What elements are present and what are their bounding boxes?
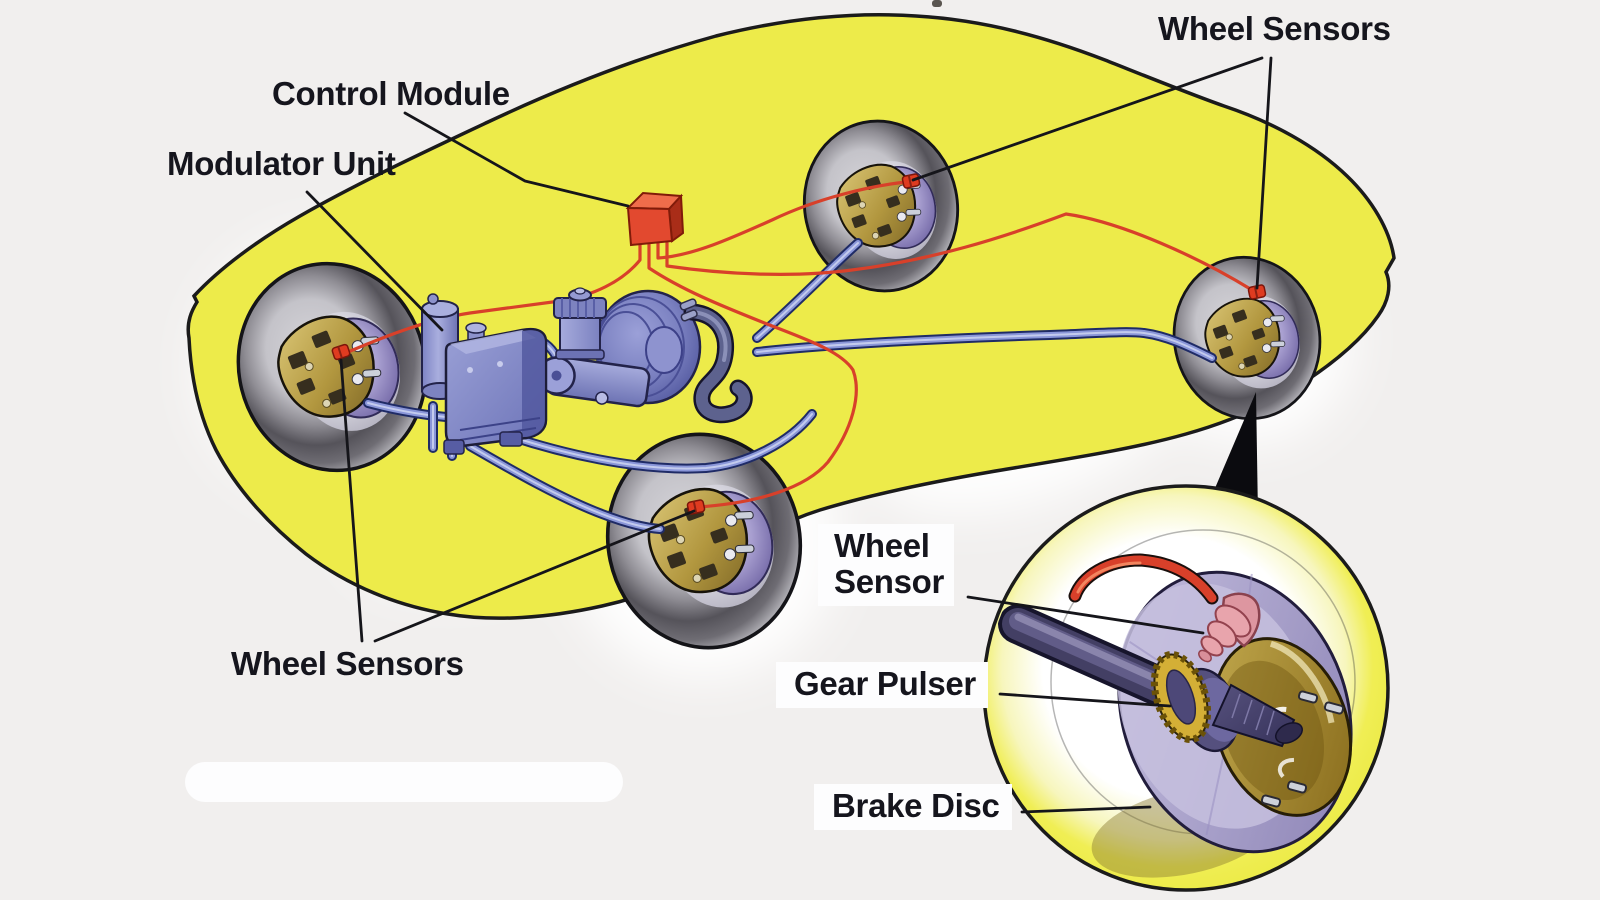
inset-sensor-wire [1068,553,1219,605]
leader-wheel-sensors-bottom-a [339,358,364,643]
control-module-box [625,191,685,247]
wheel-speed-sensors [331,173,1267,515]
label-modulator-unit: Modulator Unit [167,145,396,182]
blank-white-pill [185,762,623,802]
inset-gear-pulser [1150,651,1212,743]
label-wheel-sensors-top: Wheel Sensors [1158,10,1391,47]
label-brake-disc: Brake Disc [814,784,1012,830]
inset-wheel-sensor-pink [1198,592,1261,663]
inset-spline-tip [1211,683,1303,748]
vacuum-pipe [679,298,753,424]
label-wheel-sensor-line1: Wheel [834,527,930,564]
callout-wedge [1204,392,1258,516]
sensor-top [901,173,921,189]
modulator-unit [421,293,548,455]
label-wheel-sensor-inset: Wheel Sensor [818,524,955,606]
leader-wheel-sensors-top-a [911,56,1264,182]
brake-line-bottom [465,441,665,534]
leader-wheel-sensors-bottom-b [373,509,696,643]
leader-control-module [403,111,630,208]
cropped-title-remnant [932,0,942,7]
inset-wheel-studs [1260,690,1345,808]
leader-brake-disc [1020,805,1152,814]
wire-top [656,180,908,260]
callout-circle [982,484,1390,892]
inset-axle-shaft [998,604,1178,706]
label-control-module: Control Module [272,75,510,112]
leader-lines [305,56,1273,814]
leader-gear-pulser [998,692,1172,708]
wire-front-left [346,241,642,354]
brake-line-right [752,327,1217,363]
label-gear-pulser: Gear Pulser [776,662,988,708]
leader-wheel-sensors-top-b [1255,56,1273,290]
master-cylinder [537,355,651,408]
wire-bottom [647,241,858,509]
sensor-front-left [331,343,351,361]
wire-right [665,212,1254,292]
label-wheel-sensor-line2: Sensor [834,563,945,600]
leader-wheel-sensor-inset [966,595,1205,635]
leader-modulator-unit [305,190,444,332]
fluid-reservoir [553,287,607,360]
brake-line-under-booster [487,409,817,474]
sensor-wires [346,180,1254,509]
label-wheel-sensors-bottom: Wheel Sensors [231,645,464,682]
